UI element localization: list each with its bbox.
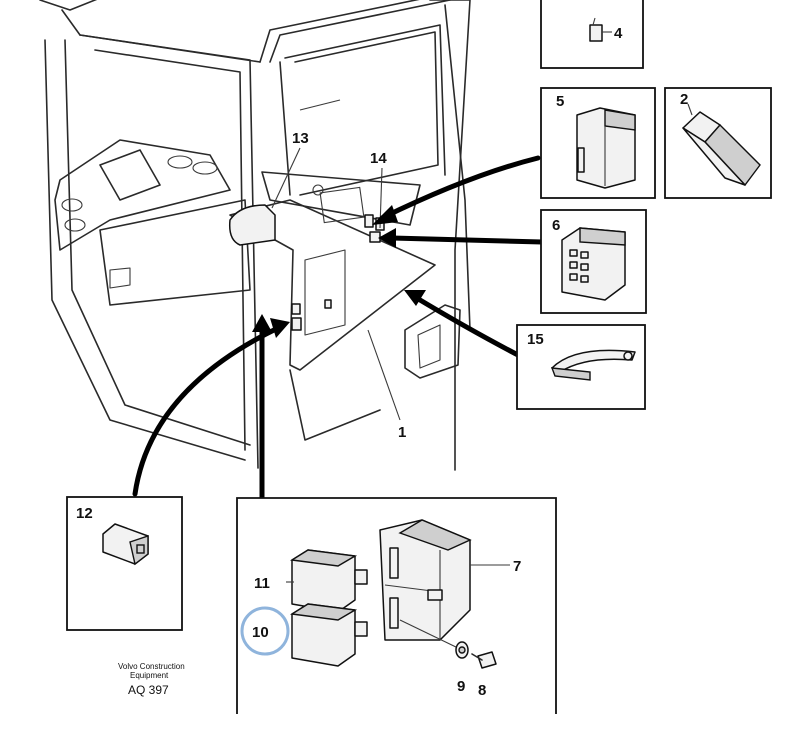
pointer-arrows (132, 155, 545, 503)
footer-brand: Volvo Construction Equipment AQ 397 (118, 662, 185, 697)
brand-line-2: Equipment (130, 671, 169, 680)
part-box-15: 15 (516, 324, 646, 410)
callout-13: 13 (292, 130, 309, 147)
cab-frame (39, 0, 471, 471)
callout-12: 12 (76, 505, 93, 522)
callout-1: 1 (398, 424, 406, 441)
highlight-circle (240, 606, 290, 656)
callout-9: 9 (457, 678, 465, 695)
callout-4: 4 (614, 25, 623, 42)
dash-console (54, 139, 251, 306)
callout-10: 10 (252, 624, 269, 641)
callout-2: 2 (680, 91, 688, 108)
part-box-12: 12 (66, 496, 183, 631)
callout-8: 8 (478, 682, 486, 699)
callout-14: 14 (370, 150, 387, 167)
callout-15: 15 (527, 331, 544, 348)
callout-5: 5 (556, 93, 564, 110)
callout-6: 6 (552, 217, 560, 234)
part-box-2: 2 (664, 87, 772, 199)
part-box-5: 5 (540, 87, 656, 199)
callout-7: 7 (513, 558, 521, 575)
part-box-4: 4 (540, 0, 644, 69)
callout-11: 11 (254, 575, 270, 592)
part-box-relays: 11 10 7 9 8 (236, 497, 557, 714)
drawing-code: AQ 397 (128, 683, 169, 697)
brand-line-1: Volvo Construction (118, 662, 185, 671)
part-box-6: 6 (540, 209, 647, 314)
